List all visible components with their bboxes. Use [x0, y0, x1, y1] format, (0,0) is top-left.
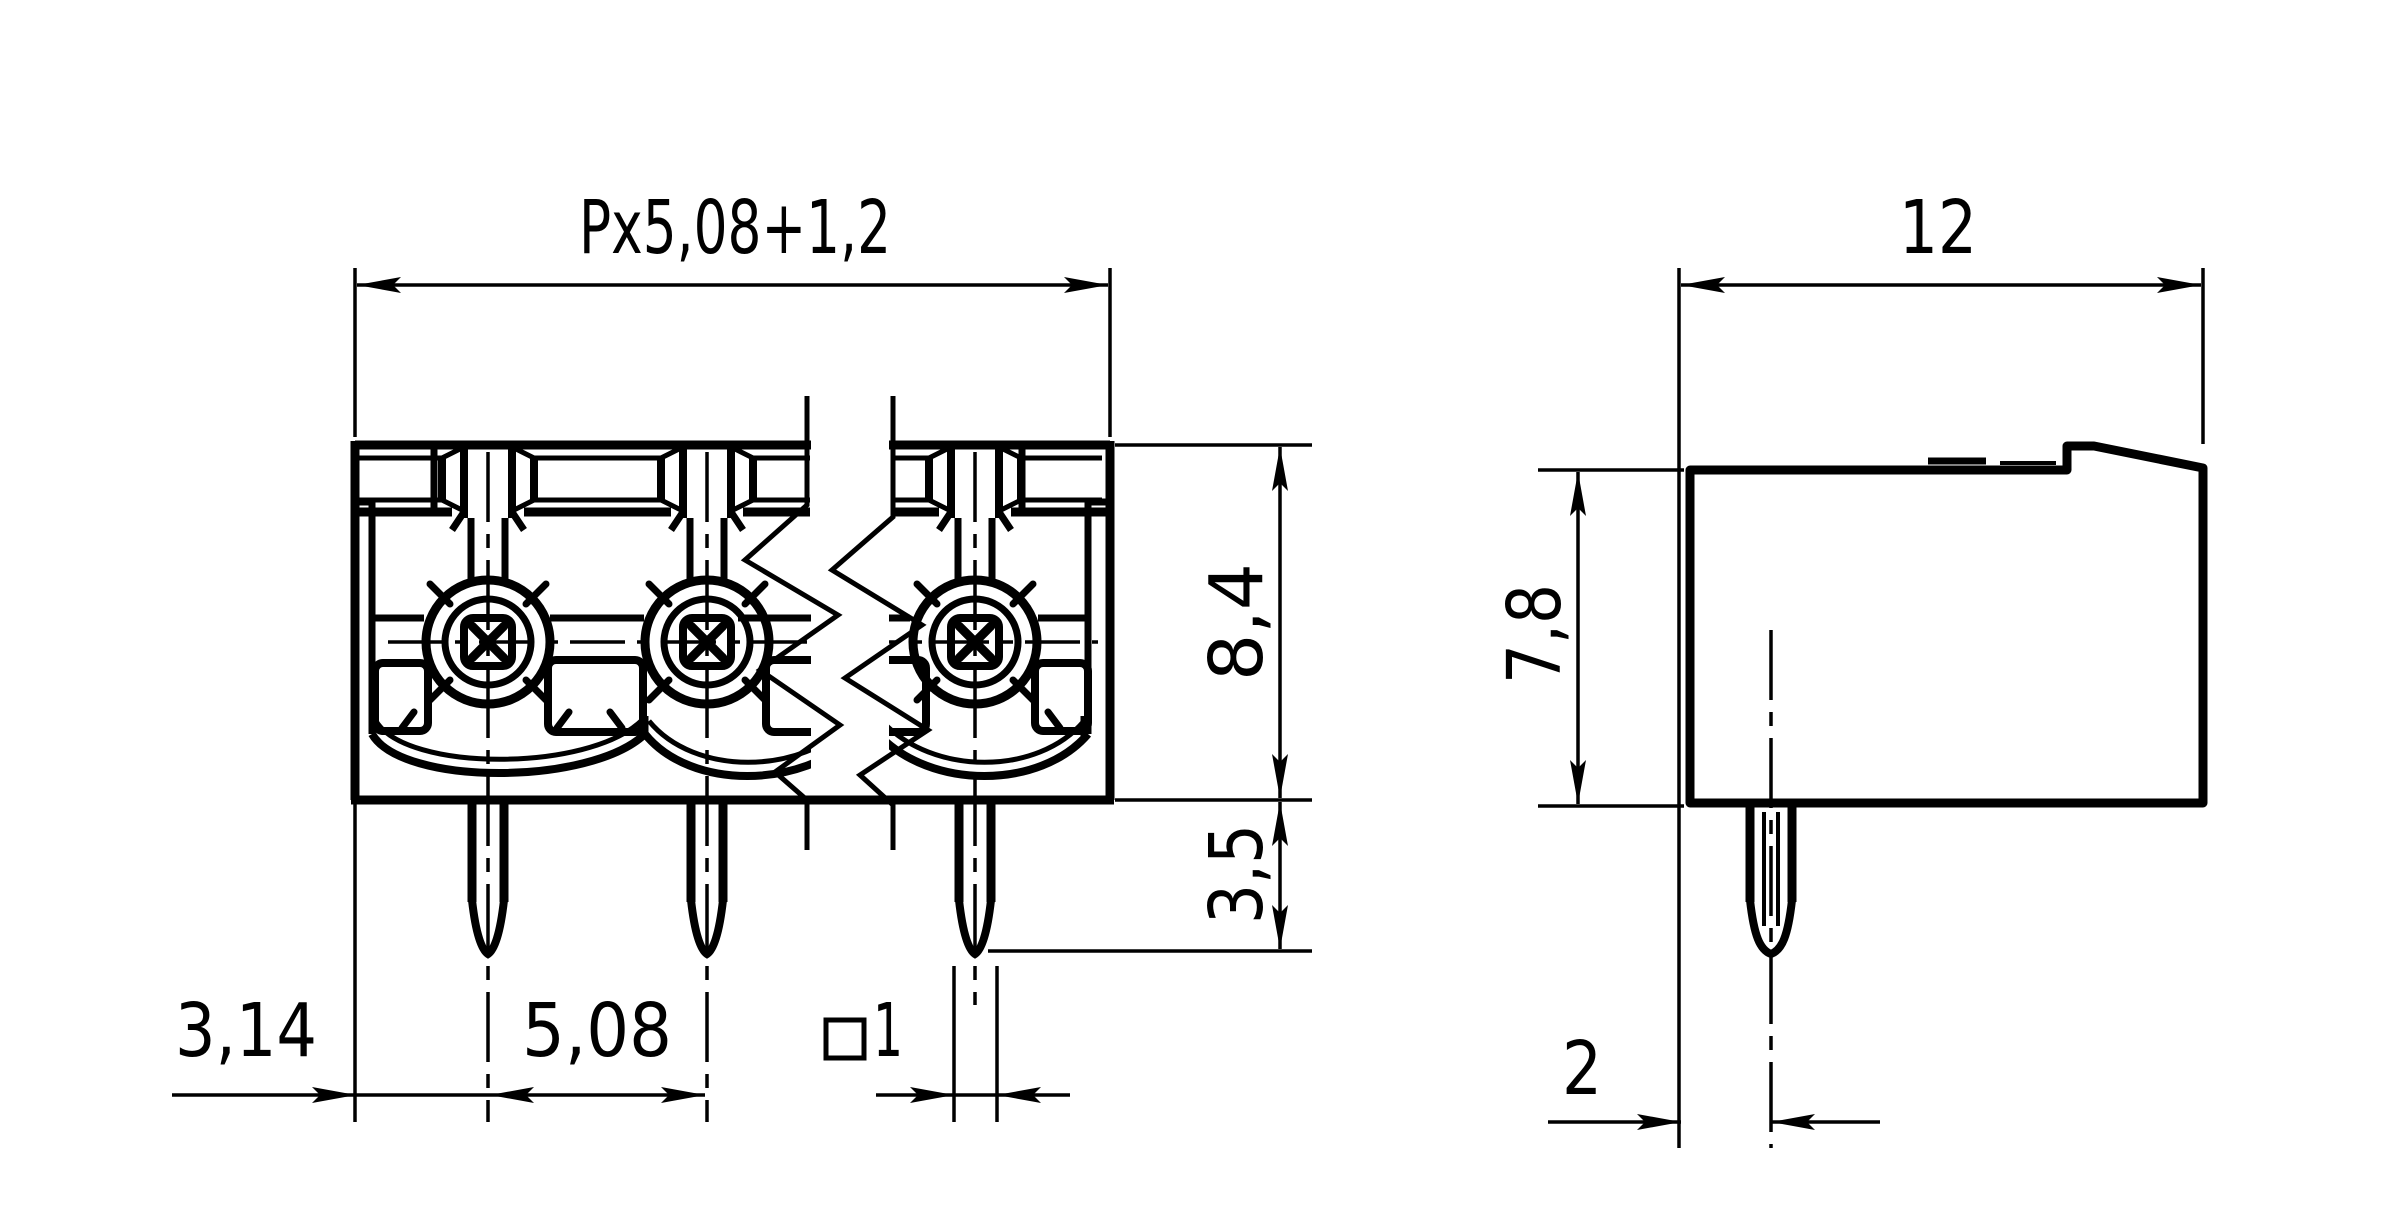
dimensions: Px5,08+1,2 12 8,4 3,5 7,8 [172, 185, 2205, 1148]
dim-label-edge-to-pin: 3,14 [175, 988, 317, 1074]
side-pin-sides [1745, 803, 1797, 902]
window-claw-ticks [398, 708, 1064, 732]
ext-lines-side-height [1538, 468, 1684, 808]
dim-label-side-width: 12 [1899, 185, 1977, 271]
dim-label-pitch-overall: Px5,08+1,2 [579, 185, 891, 271]
scallop-outer [368, 731, 1092, 780]
front-view [350, 394, 1115, 1122]
dim-label-side-edge-to-pin: 2 [1562, 1026, 1602, 1112]
side-view [1685, 441, 2208, 1148]
ext-lines-pitch-overall [353, 268, 1112, 437]
scallop-cusp-ticks [641, 716, 1088, 736]
side-body-outline [1685, 441, 2208, 808]
side-pin-inner-lines [1762, 812, 1780, 926]
ext-lines-pin3-sides [952, 966, 999, 1122]
dim-label-side-height: 7,8 [1492, 584, 1578, 684]
clamp-window-right [1031, 659, 1092, 735]
ext-lines-body-height [1115, 443, 1312, 802]
break-line-right [827, 396, 933, 850]
scallop-inner [373, 719, 1086, 765]
dim-label-pin-cross-section: 1 [873, 988, 903, 1074]
clamp-window-left [371, 659, 432, 735]
dim-label-pin-pitch: 5,08 [522, 988, 672, 1074]
dim-label-pin-protrusion: 3,5 [1194, 824, 1280, 924]
break-line-left [740, 396, 845, 850]
square-section-icon [823, 1017, 867, 1061]
dim-label-body-height: 8,4 [1194, 563, 1280, 681]
clamp-window-mid-1 [544, 656, 647, 736]
